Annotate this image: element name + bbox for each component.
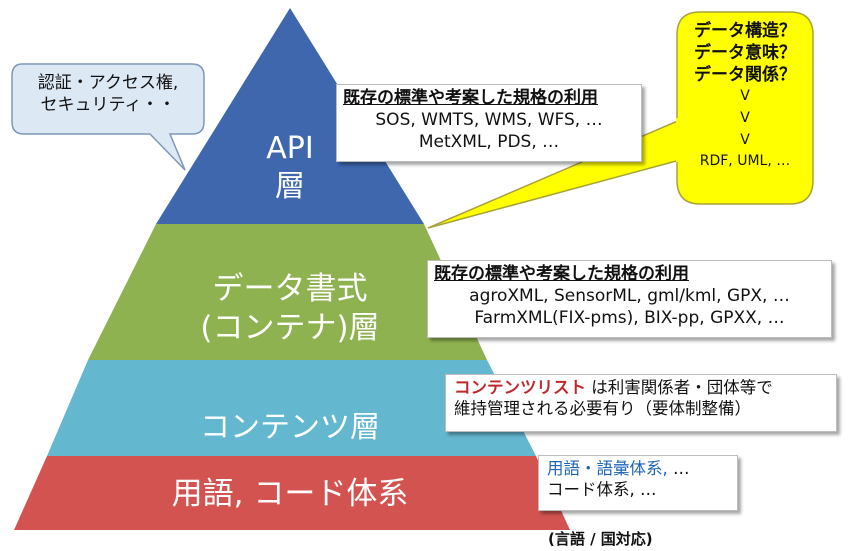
api-box-heading: 既存の標準や考案した規格の利用 bbox=[343, 88, 598, 108]
data-bubble-shape bbox=[676, 11, 814, 205]
contents-list-box: コンテンツリスト は利害関係者・団体等で 維持管理される必要有り（要体制整備） bbox=[445, 374, 837, 432]
format-box-line1: agroXML, SensorML, gml/kml, GPX, … bbox=[469, 286, 790, 307]
data-format-layer-shape bbox=[88, 224, 487, 360]
api-layer-label: API 層 bbox=[230, 130, 350, 205]
api-layer-line2: 層 bbox=[275, 168, 305, 204]
data-format-layer-line2: (コンテナ)層 bbox=[200, 309, 380, 346]
data-bubble-line2: データ意味？ bbox=[694, 43, 796, 64]
vocab-box-rest: … bbox=[667, 459, 690, 478]
security-callout-line2: セキュリティ・・ bbox=[40, 95, 176, 116]
data-format-layer-label: データ書式 (コンテナ)層 bbox=[165, 270, 415, 348]
format-box-heading: 既存の標準や考案した規格の利用 bbox=[434, 264, 689, 284]
format-box-line2: FarmXML(FIX-pms), BIX-pp, GPXX, … bbox=[474, 308, 785, 329]
contents-box-line2: 維持管理される必要有り（要体制整備） bbox=[454, 399, 751, 419]
data-bubble-v2: V bbox=[740, 109, 750, 126]
contents-box-highlight: コンテンツリスト bbox=[454, 378, 586, 397]
security-callout: 認証・アクセス権, セキュリティ・・ bbox=[18, 72, 198, 116]
data-format-layer-line1: データ書式 bbox=[212, 271, 368, 307]
data-bubble-line1: データ構造？ bbox=[694, 21, 796, 41]
vocab-box: 用語・語彙体系, … コード体系, … bbox=[538, 455, 738, 511]
data-bubble-line3: データ関係？ bbox=[694, 65, 796, 86]
data-bubble-v3: V bbox=[740, 131, 750, 148]
format-standards-box: 既存の標準や考案した規格の利用 agroXML, SensorML, gml/k… bbox=[427, 260, 832, 338]
data-bubble-v1: V bbox=[740, 88, 750, 105]
footer-note: (言語 / 国対応) bbox=[548, 530, 653, 548]
contents-box-line1: コンテンツリスト は利害関係者・団体等で bbox=[454, 377, 828, 398]
api-layer-line1: API bbox=[266, 131, 314, 166]
api-box-line1: SOS, WMTS, WMS, WFS, … bbox=[375, 110, 603, 131]
api-box-line2: MetXML, PDS, … bbox=[418, 132, 560, 153]
contents-box-rest: は利害関係者・団体等で bbox=[586, 378, 773, 397]
security-callout-shape bbox=[11, 63, 205, 171]
vocab-box-line1: 用語・語彙体系, … bbox=[547, 458, 729, 479]
contents-layer-label: コンテンツ層 bbox=[200, 410, 380, 445]
api-standards-box: 既存の標準や考案した規格の利用 SOS, WMTS, WMS, WFS, … M… bbox=[336, 84, 642, 162]
vocab-box-highlight: 用語・語彙体系, bbox=[547, 459, 668, 478]
api-layer-shape bbox=[156, 8, 424, 224]
data-bubble: データ構造？ データ意味？ データ関係？ V V V RDF, UML, … bbox=[678, 20, 812, 173]
vocab-layer-label: 用語, コード体系 bbox=[171, 476, 409, 512]
vocab-layer-shape bbox=[14, 456, 570, 530]
data-bubble-last: RDF, UML, … bbox=[699, 153, 791, 170]
contents-layer-shape bbox=[47, 360, 536, 456]
vocab-box-line2: コード体系, … bbox=[547, 480, 657, 500]
security-callout-line1: 認証・アクセス権, bbox=[37, 73, 179, 93]
